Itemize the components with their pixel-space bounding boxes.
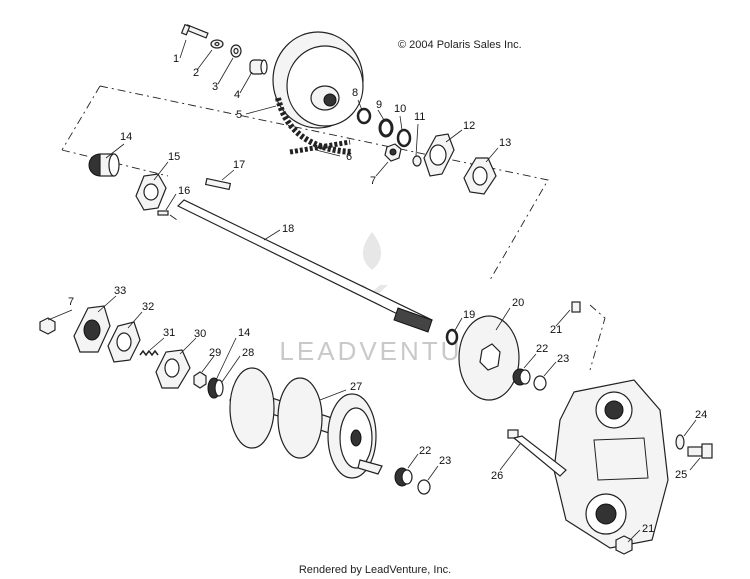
callout-31: 31 (163, 327, 175, 339)
callout-30: 30 (194, 328, 206, 340)
callout-2: 2 (193, 67, 199, 79)
part-chaincase-housing (553, 379, 669, 549)
callout-28: 28 (242, 347, 254, 359)
part-6-chain (275, 97, 353, 155)
part-7-nut-lower (39, 317, 56, 335)
callout-20: 20 (512, 297, 524, 309)
callout-4: 4 (234, 89, 240, 101)
callout-23-upper: 23 (557, 353, 569, 365)
callout-21-upper: 21 (550, 324, 562, 336)
callout-18: 18 (282, 223, 294, 235)
callout-22-lower: 22 (419, 445, 431, 457)
part-23-seal-lower (417, 479, 431, 495)
callout-12: 12 (463, 120, 475, 132)
part-16-bolt (157, 210, 169, 216)
part-20-brake-disc (458, 315, 520, 401)
part-21-nut-lower (615, 535, 633, 555)
part-31-spring (139, 349, 159, 357)
part-19-o-ring (445, 328, 459, 346)
part-2-washer (210, 39, 224, 49)
part-5-drive-sprocket (272, 31, 364, 129)
part-15-flange-plate (135, 173, 167, 211)
callout-14-lower: 14 (238, 327, 250, 339)
callout-6: 6 (346, 151, 352, 163)
rendered-by-footer: Rendered by LeadVenture, Inc. (299, 564, 451, 576)
part-3-washer (230, 44, 242, 58)
part-8-o-ring (356, 107, 372, 125)
part-33-bearing-flange (73, 305, 111, 353)
callout-3: 3 (212, 81, 218, 93)
part-1-bolt (180, 23, 209, 39)
part-9-seal (378, 118, 394, 138)
callout-5: 5 (236, 109, 242, 121)
callout-29: 29 (209, 347, 221, 359)
callout-11: 11 (414, 111, 425, 123)
callout-16: 16 (178, 185, 190, 197)
callout-labels: 1 2 3 4 5 6 8 9 10 11 12 13 7 14 15 16 1… (68, 53, 707, 535)
part-17-key (204, 177, 232, 191)
part-24-washer (675, 434, 685, 450)
callout-23-lower: 23 (439, 455, 451, 467)
part-21-dowel-upper (571, 301, 581, 313)
callout-22-upper: 22 (536, 343, 548, 355)
part-10-ring (396, 128, 412, 148)
callout-9: 9 (376, 99, 382, 111)
part-12-bearing-flange (423, 133, 455, 177)
callout-21-lower: 21 (642, 523, 654, 535)
part-22-bearing-upper (512, 368, 531, 386)
callout-33: 33 (114, 285, 126, 297)
callout-8: 8 (352, 87, 358, 99)
part-4-bushing (249, 59, 268, 75)
part-27-drive-shaft-assembly (229, 367, 383, 479)
callout-26: 26 (491, 470, 503, 482)
part-11-washer (412, 155, 422, 167)
callout-27: 27 (350, 381, 362, 393)
callout-7-lower: 7 (68, 296, 74, 308)
part-23-seal-upper (533, 375, 547, 391)
assembly-dashed-outline (61, 85, 606, 371)
callout-25: 25 (675, 469, 687, 481)
part-28-bearing (207, 377, 224, 399)
callout-7-upper: 7 (370, 175, 376, 187)
part-25-bolt (687, 443, 713, 459)
part-22-bearing-lower (394, 467, 413, 487)
callout-10: 10 (394, 103, 406, 115)
copyright-text: © 2004 Polaris Sales Inc. (398, 39, 522, 51)
part-29-nut (193, 371, 207, 389)
callout-14-upper: 14 (120, 131, 132, 143)
part-30-bearing-plate (155, 349, 191, 389)
callout-32: 32 (142, 301, 154, 313)
callout-leader-lines (47, 39, 701, 543)
callout-1: 1 (173, 53, 179, 65)
part-32-gasket (107, 321, 141, 363)
part-18-jackshaft (176, 199, 433, 333)
part-14-bearing-upper (88, 153, 120, 177)
callout-17: 17 (233, 159, 245, 171)
part-13-bearing-plate (463, 157, 497, 195)
callout-19: 19 (463, 309, 475, 321)
part-26-bolt (507, 429, 567, 477)
callout-24: 24 (695, 409, 707, 421)
callout-15: 15 (168, 151, 180, 163)
part-7-nut-upper (384, 143, 402, 162)
callout-13: 13 (499, 137, 511, 149)
